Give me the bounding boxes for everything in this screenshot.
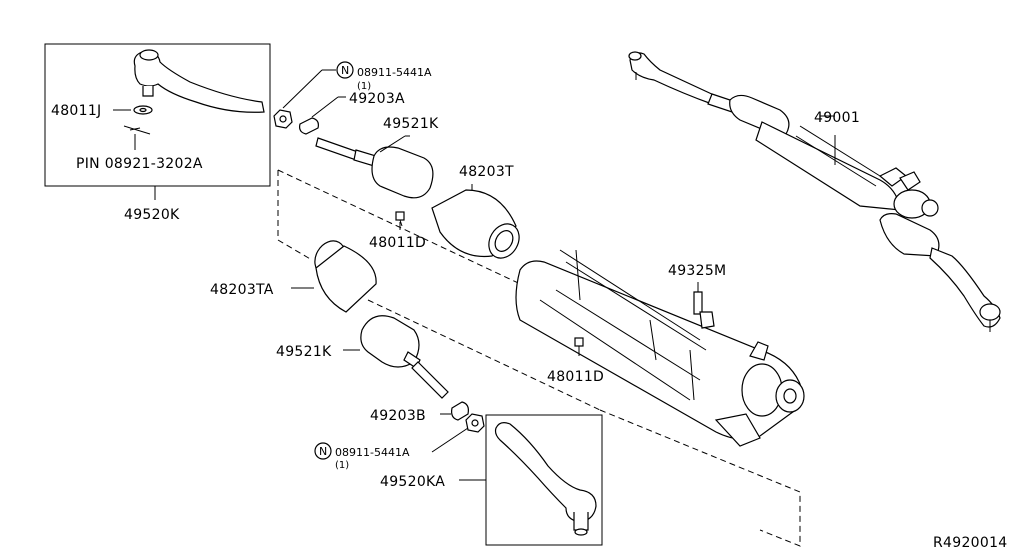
boot-ta	[314, 240, 377, 313]
clip-top	[395, 211, 405, 227]
tie-rod-end-left-drawing	[123, 49, 265, 135]
clip-mid	[574, 337, 584, 356]
label-spacer-b: 49203B	[370, 408, 426, 424]
nut-symbol-top-icon	[336, 61, 354, 79]
inner-socket-bottom	[360, 315, 449, 399]
label-inner-socket-top: 49521K	[383, 116, 439, 132]
label-nut-bottom-code: 08911-5441A	[335, 446, 410, 459]
label-gear-assembly: 49001	[814, 110, 860, 126]
reference-code: R4920014	[933, 535, 1007, 551]
tie-rod-end-box	[44, 43, 271, 187]
label-boot-t: 48203T	[459, 164, 514, 180]
label-pin: PIN 08921-3202A	[76, 156, 203, 172]
tie-rod-end-right-drawing	[494, 422, 597, 536]
label-lock-nut-top: 48011J	[51, 103, 101, 119]
inner-socket-top	[315, 137, 434, 199]
gear-assembly-49001	[628, 51, 1001, 332]
nut-symbol-top: N	[341, 64, 349, 77]
boot-t	[431, 189, 520, 259]
label-clip-mid: 48011D	[547, 369, 604, 385]
label-tie-rod-end-right: 49520KA	[380, 474, 445, 490]
nut-top	[273, 109, 293, 129]
nut-symbol-bottom: N	[319, 445, 327, 458]
label-nut-top-code: 08911-5441A	[357, 66, 432, 79]
label-nut-top-qty: (1)	[357, 81, 371, 92]
spacer-b	[451, 401, 469, 421]
label-boot-ta: 48203TA	[210, 282, 274, 298]
sensor-49325m	[693, 291, 715, 329]
label-spacer-a: 49203A	[349, 91, 405, 107]
label-tie-rod-end-left: 49520K	[124, 207, 180, 223]
label-inner-socket-bottom: 49521K	[276, 344, 332, 360]
nut-bottom	[465, 413, 485, 433]
rack-housing-exploded	[515, 249, 805, 447]
label-sensor: 49325M	[668, 263, 726, 279]
spacer-a	[299, 117, 319, 135]
nut-symbol-bottom-icon	[314, 442, 332, 460]
label-nut-bottom-qty: (1)	[335, 460, 349, 471]
label-clip-top: 48011D	[369, 235, 426, 251]
